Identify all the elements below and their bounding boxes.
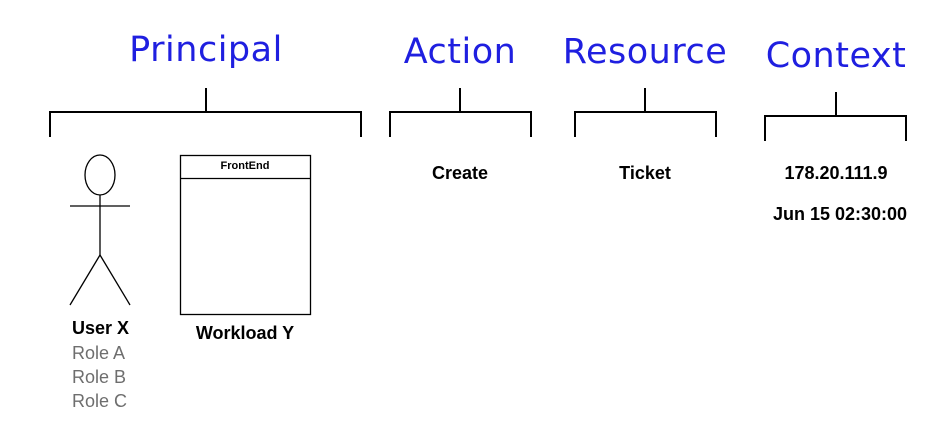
context-ip: 178.20.111.9 [784, 163, 888, 183]
action-value: Create [431, 163, 489, 183]
resource-value: Ticket [619, 163, 671, 183]
principal-bracket [49, 88, 362, 137]
user-stick-figure-icon [69, 154, 131, 306]
workload-name: Workload Y [195, 323, 295, 343]
heading-resource: Resource [562, 32, 728, 72]
context-time: Jun 15 02:30:00 [772, 204, 908, 224]
action-bracket [389, 88, 532, 137]
workload-box-title: FrontEnd [220, 160, 270, 172]
user-name: User X [72, 318, 130, 338]
workload-box [179, 154, 312, 316]
resource-bracket [574, 88, 717, 137]
user-role: Role B [72, 367, 127, 387]
heading-context: Context [765, 36, 907, 76]
heading-principal: Principal [129, 30, 283, 70]
user-role: Role C [72, 391, 128, 411]
context-bracket [764, 92, 907, 141]
heading-action: Action [403, 32, 517, 72]
user-role: Role A [72, 343, 126, 363]
